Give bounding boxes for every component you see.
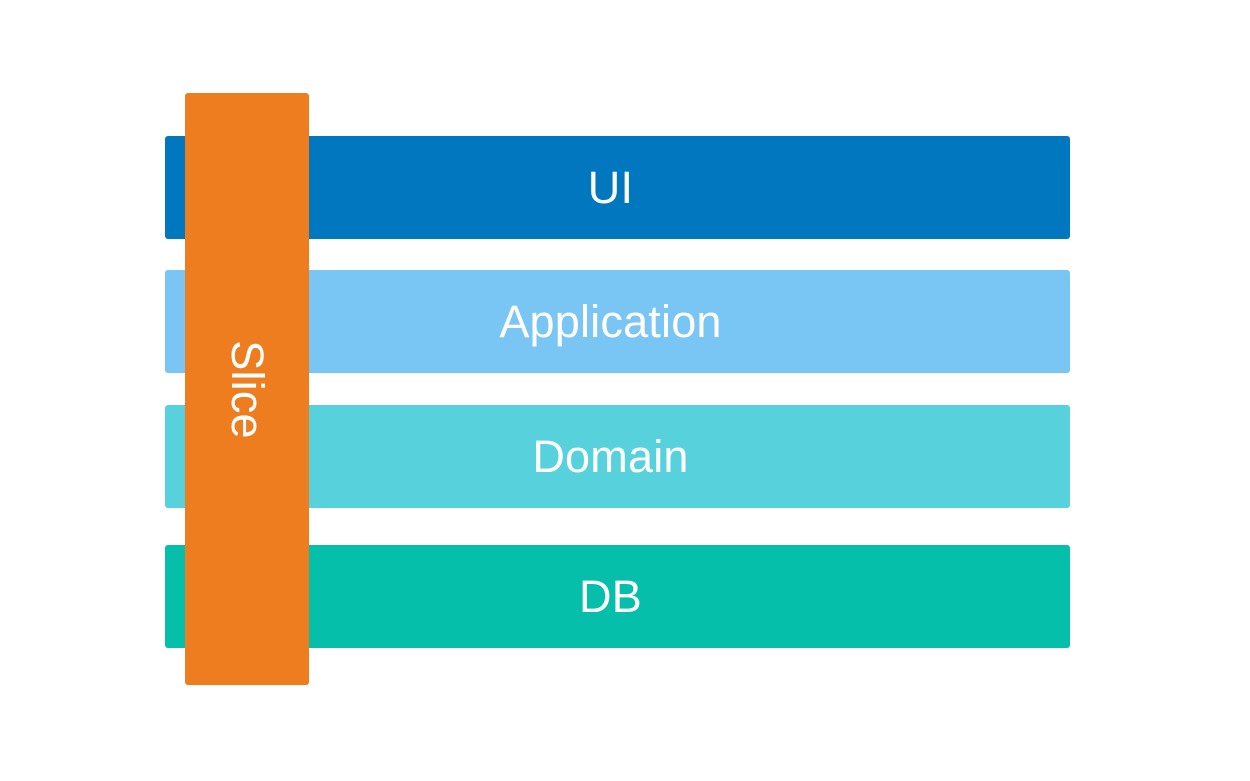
- layer-label-db: DB: [579, 571, 642, 622]
- layer-label-application: Application: [499, 296, 722, 347]
- layer-label-ui: UI: [587, 162, 634, 213]
- layer-bar-domain[interactable]: Domain: [165, 405, 1070, 508]
- vertical-slice-label: Slice: [221, 339, 273, 439]
- layer-bar-application[interactable]: Application: [165, 270, 1070, 373]
- layer-bar-ui[interactable]: UI: [165, 136, 1070, 239]
- layer-label-domain: Domain: [532, 431, 689, 482]
- vertical-slice-bar[interactable]: Slice: [185, 93, 309, 685]
- layer-bar-db[interactable]: DB: [165, 545, 1070, 648]
